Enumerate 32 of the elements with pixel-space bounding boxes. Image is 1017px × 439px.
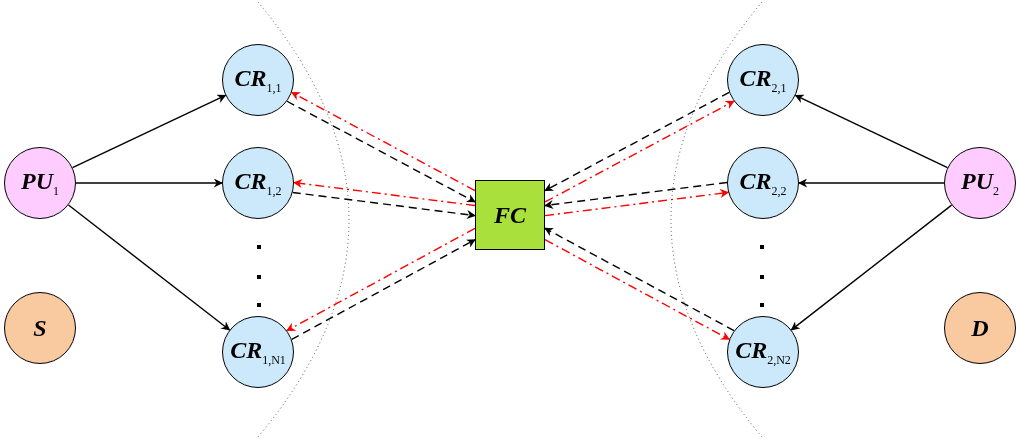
arrow [75, 178, 223, 188]
node-label: PU$_{2}$ [961, 167, 999, 199]
arrow [798, 178, 945, 188]
node-label: CR$_{2,1}$ [739, 64, 787, 96]
node-label: CR$_{2,N2}$ [735, 336, 791, 368]
dashed-arrow [544, 189, 730, 217]
dashed-arrow [544, 181, 728, 209]
dashed-arrow [291, 91, 476, 192]
arrow [67, 204, 231, 331]
node-label: S [33, 314, 47, 342]
dashed-arrow [286, 227, 476, 332]
dashed-arrow [544, 100, 735, 203]
dashed-arrow [292, 191, 476, 220]
node-circle [222, 44, 294, 116]
node-label: CR$_{2,2}$ [739, 167, 787, 199]
node-label: CR$_{1,N1}$ [230, 336, 286, 368]
arrow [790, 204, 953, 331]
dashed-arrow [544, 227, 735, 332]
dashed-arrow [544, 238, 731, 341]
node-label: D [971, 314, 989, 342]
node-label: CR$_{1,1}$ [234, 64, 282, 96]
node-label: FC [494, 201, 526, 229]
dashed-arrow [544, 91, 730, 192]
dashed-arrow [286, 100, 476, 203]
arrow [794, 94, 949, 169]
dashed-arrow [291, 239, 476, 341]
node-label: CR$_{1,2}$ [234, 167, 282, 199]
arrow [71, 94, 227, 169]
fusion-center-box [475, 180, 545, 250]
dashed-arrow [293, 179, 476, 207]
node-label: PU$_{1}$ [21, 167, 59, 199]
node-circle [727, 44, 799, 116]
